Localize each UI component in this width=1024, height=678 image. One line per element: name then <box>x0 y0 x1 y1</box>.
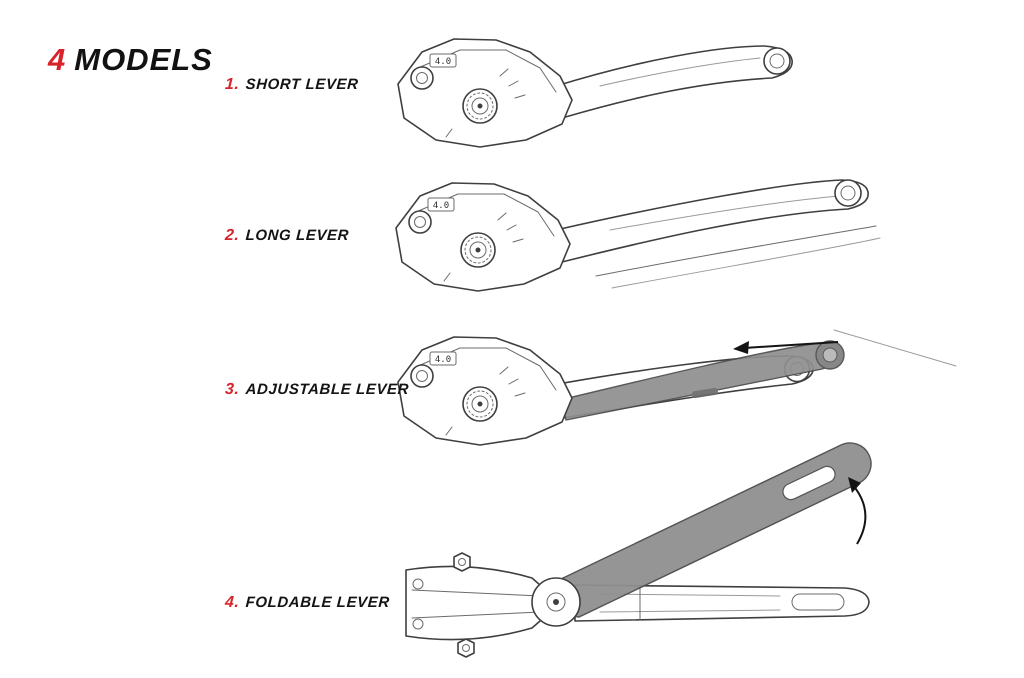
model-number: 1. <box>224 76 241 93</box>
model-label-long-lever: 2.LONG LEVER <box>225 227 350 245</box>
adjustable-lever-drawing <box>397 329 957 446</box>
fold-direction-arrow-icon <box>848 477 867 545</box>
short-lever-drawing <box>397 38 793 148</box>
model-label-adjustable-lever: 3.ADJUSTABLE LEVER <box>225 381 410 399</box>
page-title-text: MODELS <box>74 42 213 77</box>
model-name: SHORT LEVER <box>245 76 360 93</box>
model-name: ADJUSTABLE LEVER <box>245 381 410 398</box>
model-number: 2. <box>224 227 241 244</box>
page-title-number: 4 <box>48 42 67 77</box>
adjustable-lever-pivot <box>397 336 573 446</box>
foldable-lever-drawing <box>405 442 872 658</box>
short-lever-pivot <box>397 38 573 148</box>
model-number: 3. <box>224 381 241 398</box>
model-number: 4. <box>224 594 241 611</box>
model-name: FOLDABLE LEVER <box>245 594 391 611</box>
long-lever-pivot <box>395 182 571 292</box>
model-label-foldable-lever: 4.FOLDABLE LEVER <box>225 594 391 612</box>
long-lever-drawing <box>395 179 881 292</box>
model-name: LONG LEVER <box>245 227 350 244</box>
adjust-direction-arrow-icon <box>733 341 839 354</box>
model-label-short-lever: 1.SHORT LEVER <box>224 76 360 94</box>
